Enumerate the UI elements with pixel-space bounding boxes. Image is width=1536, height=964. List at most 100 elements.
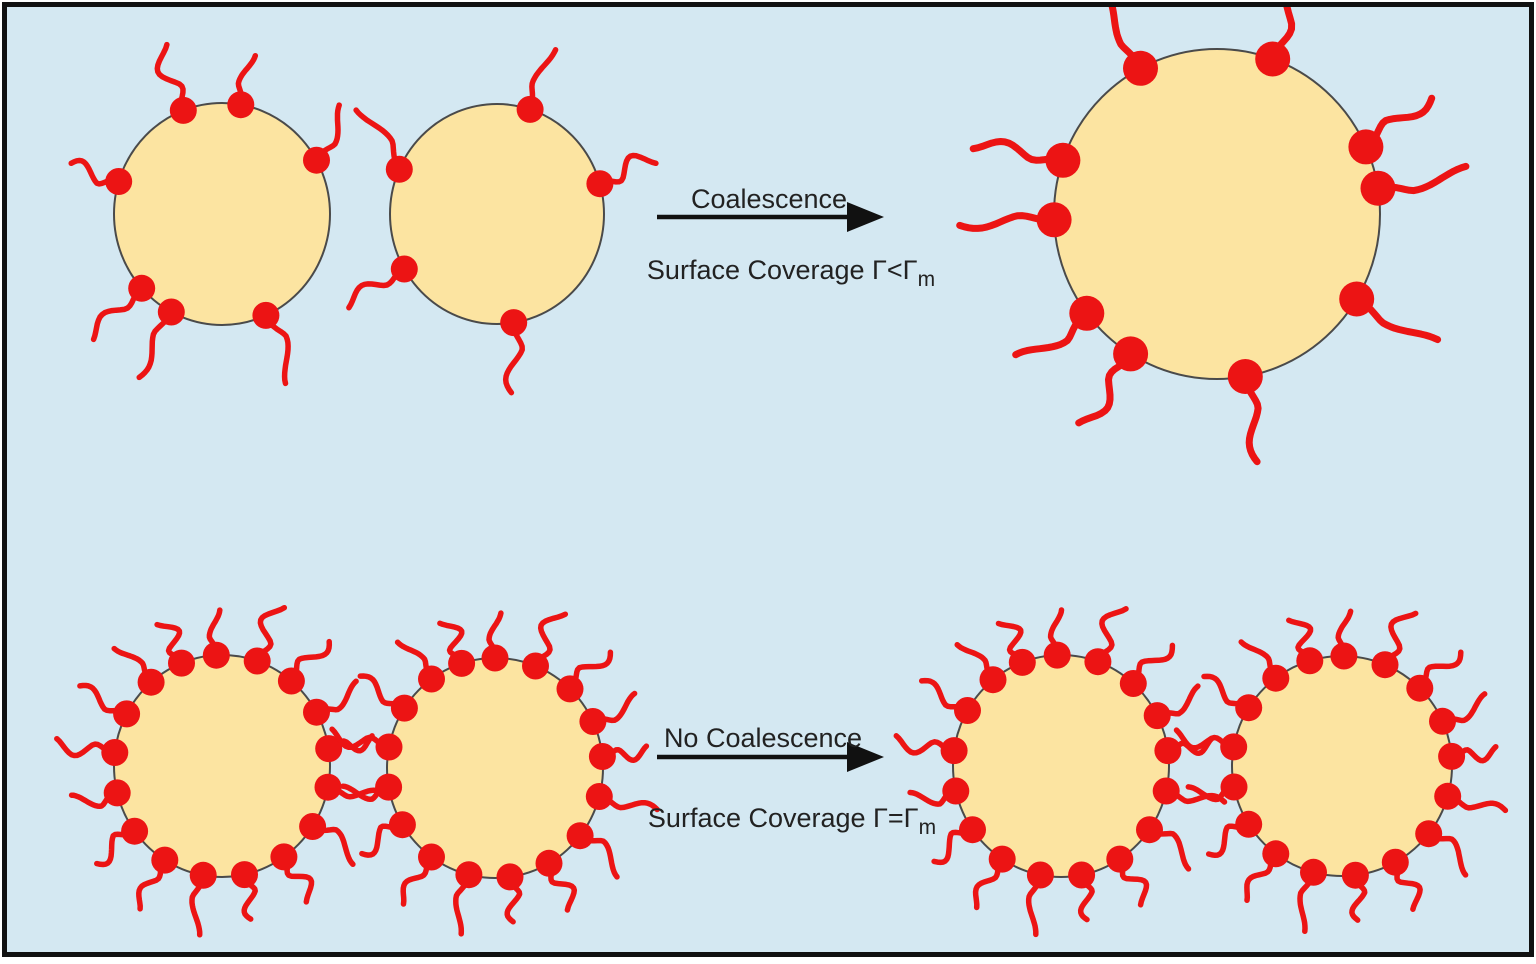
bottom-left-droplet-full-coverage: [54, 604, 390, 938]
surfactant-head: [1255, 41, 1291, 77]
surfactant-heads: [375, 644, 616, 891]
droplet-body: [389, 103, 605, 325]
surfactant-head: [1045, 142, 1081, 178]
surfactant-head: [189, 861, 217, 889]
surfactant-tail: [528, 47, 559, 109]
surfactant-head: [1143, 702, 1171, 730]
surfactant-tail: [534, 611, 569, 666]
surfactant-heads: [1036, 41, 1396, 394]
surfactant-head: [1036, 202, 1072, 238]
surfactant-tail: [353, 107, 400, 169]
surfactant-head: [535, 849, 563, 877]
result-left-droplet-full-coverage: [893, 606, 1228, 938]
surfactant-tail: [956, 212, 1053, 232]
surfactant-head: [448, 649, 476, 677]
surfactant-tail: [1357, 298, 1442, 344]
coalescence-label: Coalescence: [691, 184, 847, 214]
surfactant-head: [1262, 840, 1290, 868]
surfactant-head: [390, 255, 418, 283]
surfactant-head: [1026, 861, 1054, 889]
surfactant-heads: [940, 641, 1182, 889]
surfactant-head: [169, 96, 197, 124]
top-middle-droplet-sparse: [346, 47, 659, 396]
surfactant-head: [388, 811, 416, 839]
surfactant-head: [1043, 641, 1071, 669]
surfactant-head: [588, 743, 616, 770]
surfactant-tail: [893, 733, 953, 756]
surfactant-head: [1084, 648, 1112, 676]
coalesced-large-droplet: [956, 7, 1470, 466]
surfactant-head: [1136, 816, 1163, 844]
surfactant-head: [157, 298, 185, 326]
surfactant-head: [1113, 336, 1149, 372]
surfactant-head: [1415, 820, 1443, 848]
surfactant-tail: [346, 268, 404, 311]
surfactant-tail: [1242, 378, 1262, 466]
surfactant-head: [481, 644, 509, 672]
surfactant-head: [1220, 733, 1248, 761]
surfactant-head: [455, 861, 483, 889]
surfactant-head: [500, 309, 528, 337]
surfactant-head: [1008, 648, 1036, 676]
surfactant-head: [579, 708, 607, 735]
surfactant-head: [1406, 674, 1434, 702]
surfactant-head: [522, 652, 549, 680]
surfactant-head: [252, 301, 280, 329]
surfactant-head: [1339, 281, 1375, 317]
surfactant-head: [1069, 295, 1105, 331]
surfactant-head: [243, 647, 271, 675]
surfactant-tail: [1448, 794, 1509, 814]
surfactant-head: [277, 667, 305, 695]
surfactant-tail: [502, 323, 525, 396]
surfactant-tail: [329, 726, 388, 751]
surfactant-tail: [1167, 789, 1228, 805]
surfactant-head: [315, 735, 343, 763]
surfactant-head: [1429, 707, 1456, 735]
surfactant-head: [516, 95, 544, 123]
surfactant-head: [1330, 642, 1358, 670]
surfactant-tail: [453, 875, 471, 937]
top-condition-label: Surface Coverage Γ<Γm: [647, 255, 935, 291]
surfactant-head: [1371, 651, 1399, 679]
result-right-droplet-full-coverage: [1173, 608, 1509, 935]
surfactant-head: [566, 822, 594, 850]
surfactant-head: [1123, 50, 1158, 86]
surfactant-head: [1068, 861, 1096, 889]
surfactant-head: [959, 816, 986, 844]
droplet-body: [1053, 48, 1381, 380]
surfactant-head: [1262, 664, 1290, 692]
surfactant-head: [375, 733, 403, 761]
surfactant-head: [101, 739, 129, 766]
surfactant-head: [1296, 647, 1324, 675]
surfactant-heads: [385, 95, 614, 337]
surfactant-tail: [154, 41, 186, 110]
surfactant-heads: [1220, 642, 1466, 889]
surfactant-head: [979, 666, 1007, 694]
surfactant-head: [151, 846, 179, 874]
surfactant-head: [202, 641, 230, 669]
surfactant-tail: [54, 735, 114, 759]
surfactant-head: [586, 170, 614, 198]
surfactant-head: [1300, 858, 1327, 886]
surfactant-head: [418, 843, 445, 871]
surfactant-tail: [255, 604, 288, 660]
surfactant-tail: [1379, 162, 1470, 195]
surfactant-head: [231, 861, 258, 889]
surfactant-head: [988, 845, 1016, 873]
surfactant-tail: [1383, 610, 1419, 664]
surfactant-head: [1348, 129, 1384, 165]
coalescence-arrow: [657, 202, 884, 232]
surfactant-head: [375, 773, 403, 801]
surfactant-head: [585, 783, 613, 810]
surfactant-head: [940, 737, 968, 765]
surfactant-head: [385, 155, 413, 183]
surfactant-head: [303, 146, 330, 174]
surfactant-head: [121, 817, 149, 845]
surfactant-heads: [105, 91, 330, 329]
surfactant-head: [390, 694, 418, 722]
surfactant-head: [299, 813, 327, 840]
coalescence-arrowhead-icon: [847, 202, 884, 232]
surfactant-head: [270, 843, 298, 871]
droplet-body: [113, 102, 331, 326]
